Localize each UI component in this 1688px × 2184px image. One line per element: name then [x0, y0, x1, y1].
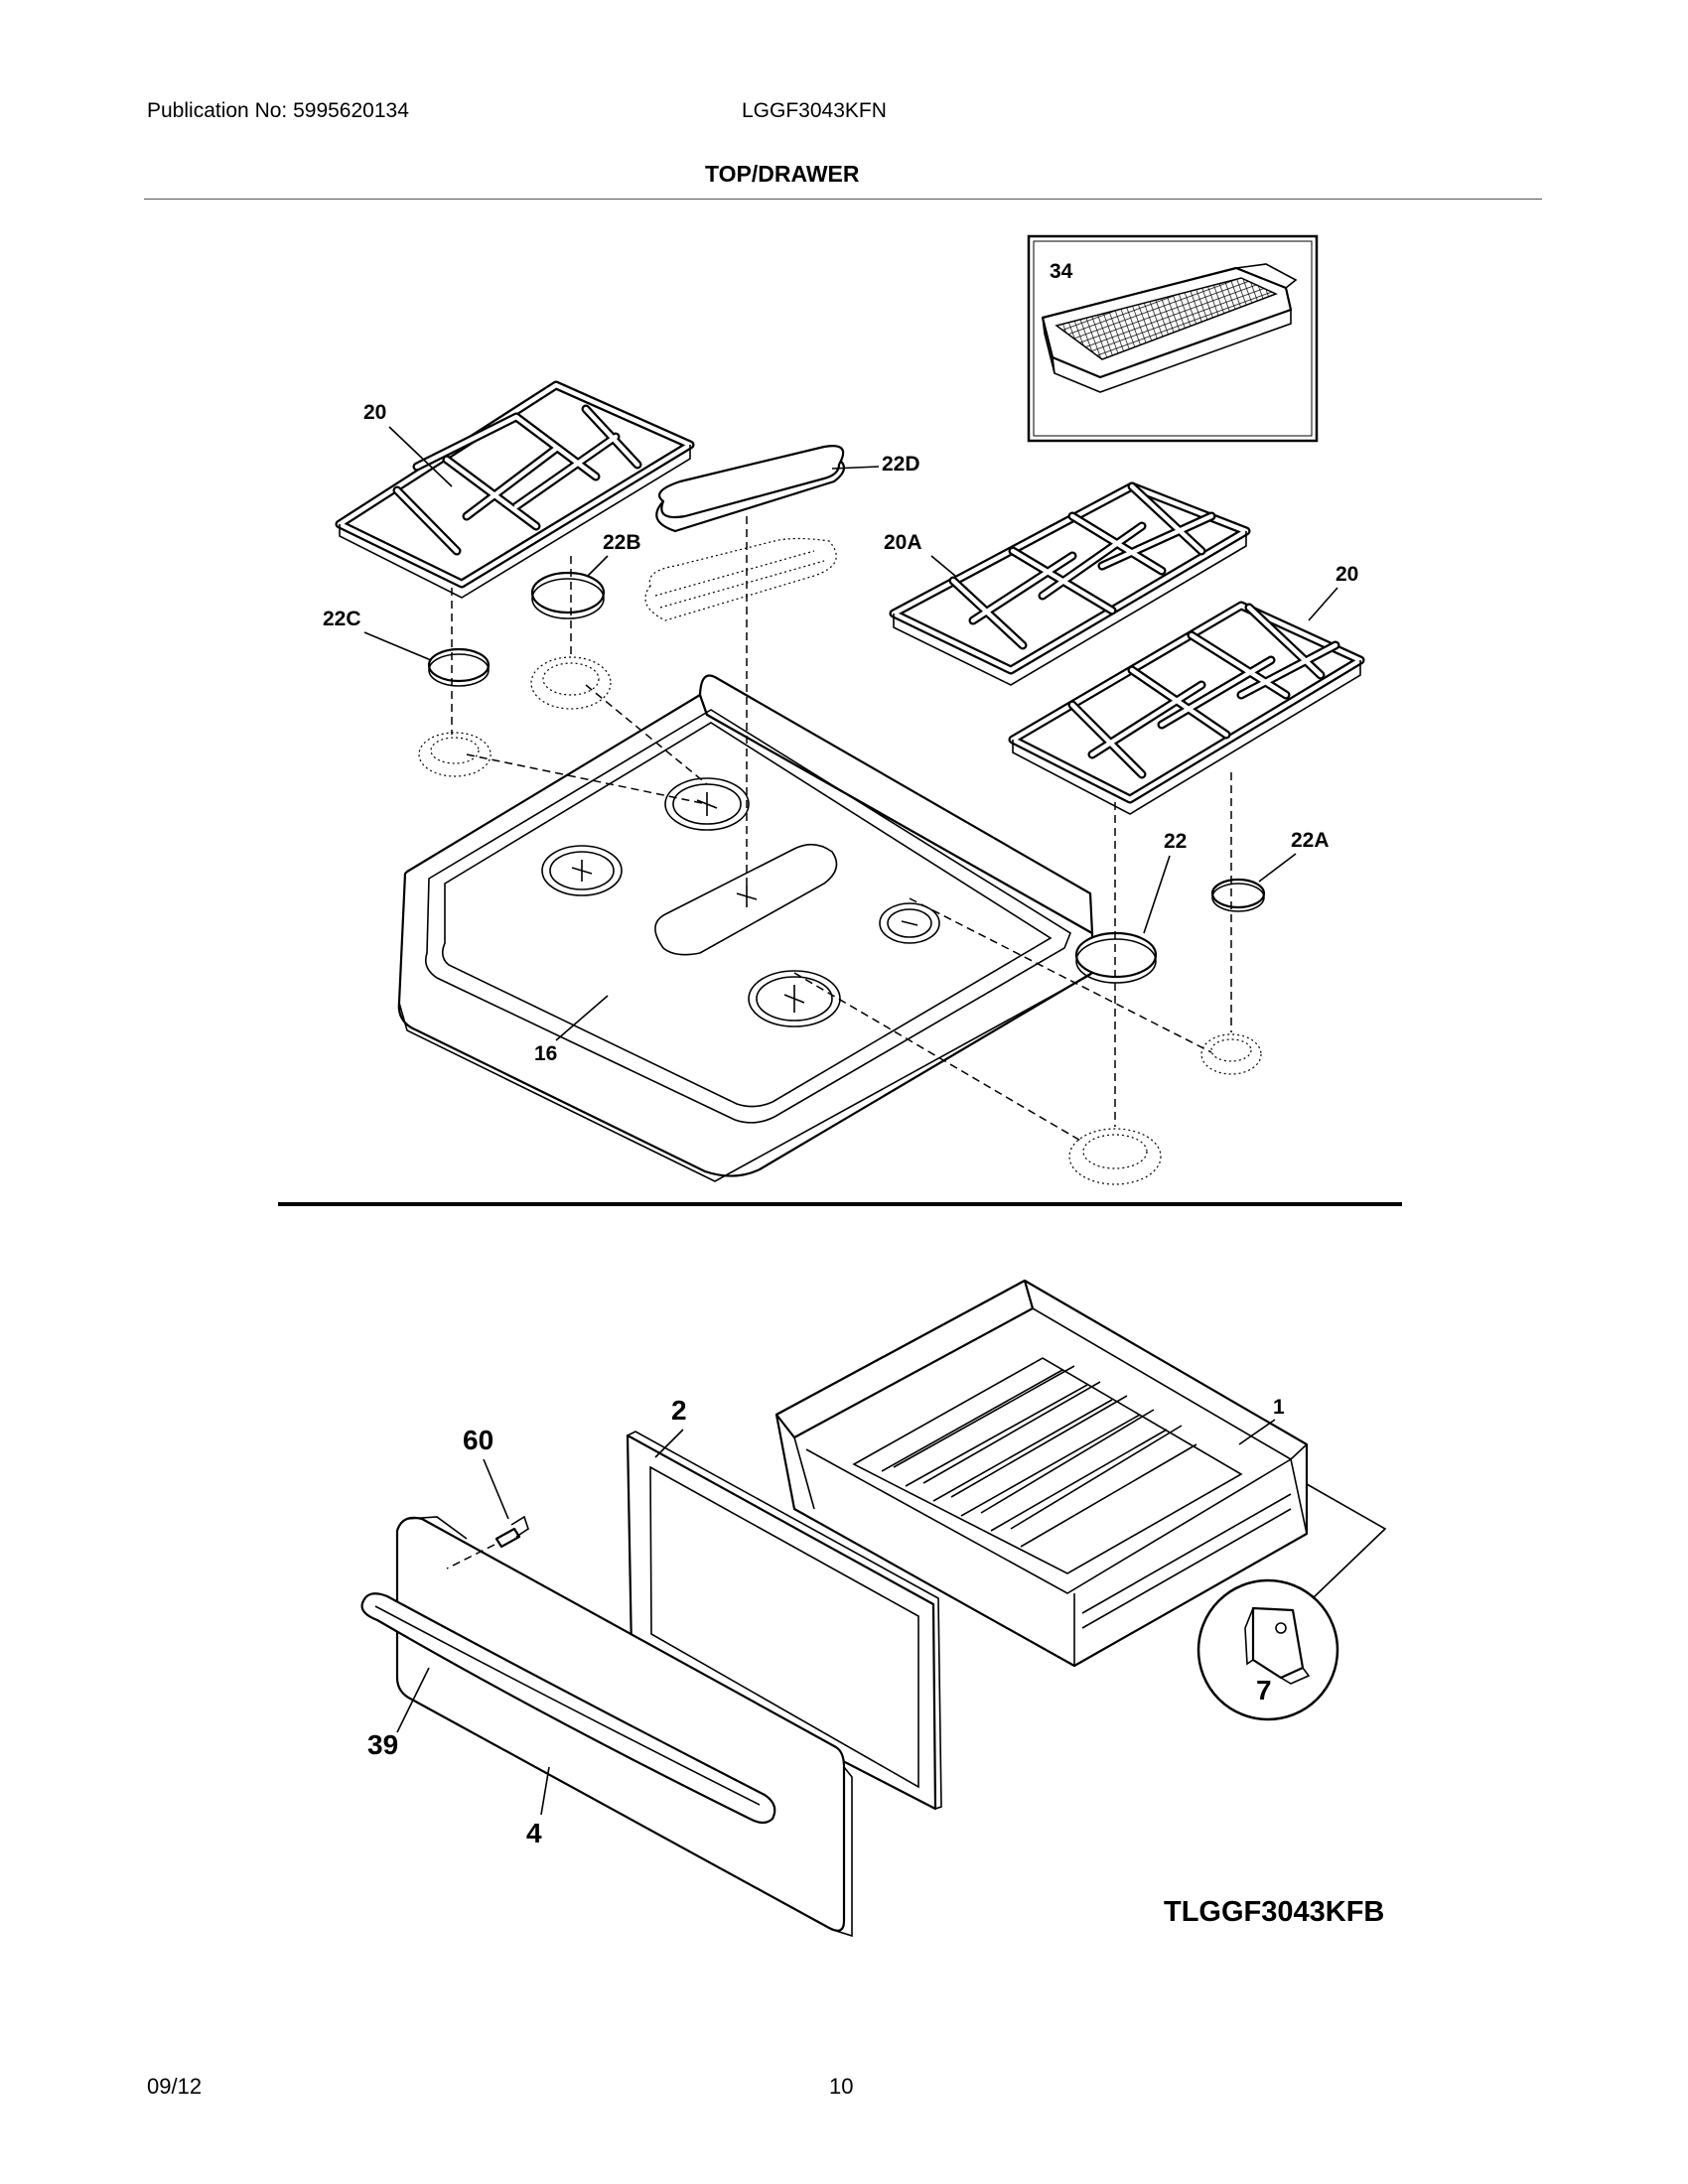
cap-22: 22	[1068, 830, 1187, 1185]
footer-date: 09/12	[147, 2074, 203, 2099]
left-grate: 20	[335, 380, 695, 599]
oval-burner-cap: 22D	[644, 445, 920, 621]
callout-7: 7	[1256, 1675, 1272, 1706]
callout-20-left: 20	[363, 401, 386, 424]
callout-60: 60	[463, 1425, 493, 1455]
callout-22D: 22D	[882, 453, 920, 476]
callout-22C: 22C	[323, 608, 361, 630]
callout-20-right: 20	[1336, 563, 1358, 586]
cooktop: 16	[397, 674, 1094, 1182]
section-title: TOP/DRAWER	[705, 161, 860, 187]
callout-39: 39	[367, 1729, 398, 1760]
callout-1: 1	[1273, 1396, 1285, 1419]
callout-34: 34	[1050, 260, 1073, 283]
screw: 60	[446, 1425, 529, 1570]
page-number: 10	[829, 2074, 854, 2099]
inner-drawer-panel: 2	[626, 1395, 942, 1811]
center-grate: 20A	[884, 481, 1251, 686]
drawer-body: 1	[774, 1279, 1309, 1668]
cap-22A: 22A	[1200, 829, 1330, 1075]
publication-number: Publication No: 5995620134	[147, 99, 409, 122]
right-grate: 20	[1008, 563, 1365, 815]
header-divider	[144, 199, 1542, 200]
model-number: LGGF3043KFN	[742, 99, 887, 122]
glide-detail: 7	[1196, 1483, 1387, 1721]
drawing-id: TLGGF3043KFB	[1164, 1896, 1384, 1928]
griddle-inset: 34	[1027, 234, 1319, 443]
callout-2: 2	[671, 1395, 687, 1426]
assembly-lines-top	[451, 516, 1232, 1143]
callout-16: 16	[534, 1042, 557, 1065]
callout-4: 4	[526, 1818, 542, 1848]
callout-22: 22	[1164, 830, 1187, 853]
callout-22B: 22B	[603, 531, 641, 554]
drawer-handle: 39	[360, 1592, 776, 1825]
callout-22A: 22A	[1291, 829, 1330, 852]
callout-20A: 20A	[884, 531, 922, 554]
cap-22B: 22B	[530, 531, 641, 710]
cap-22C: 22C	[323, 608, 492, 777]
